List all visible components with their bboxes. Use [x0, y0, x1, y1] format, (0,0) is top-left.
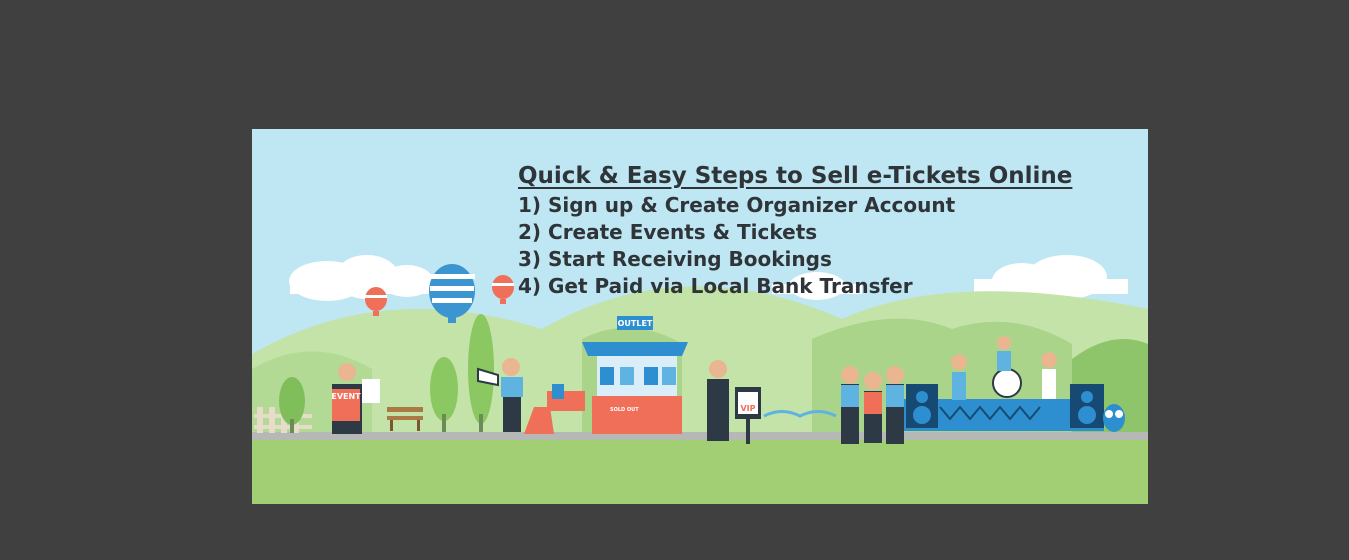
hot-air-balloon-icon — [365, 287, 387, 316]
sold-out-sign: SOLD OUT — [610, 407, 639, 413]
speaker-icon — [906, 384, 1104, 428]
step-2: 2) Create Events & Tickets — [518, 220, 818, 244]
step-3: 3) Start Receiving Bookings — [518, 247, 832, 271]
cloud-icon — [289, 255, 1128, 301]
vip-sign: VIP — [740, 404, 755, 413]
event-sign: EVENT — [331, 392, 361, 401]
banner-title: Quick & Easy Steps to Sell e-Tickets Onl… — [518, 163, 1073, 189]
outlet-sign: OUTLET — [618, 319, 653, 328]
hot-air-balloon-icon — [429, 264, 475, 323]
promo-banner: EVENT OUTLET SOLD OUT VIP — [252, 129, 1148, 504]
step-1: 1) Sign up & Create Organizer Account — [518, 193, 956, 217]
drum-icon — [992, 368, 1022, 398]
event-illustration: EVENT OUTLET SOLD OUT VIP — [252, 255, 1148, 504]
step-4: 4) Get Paid via Local Bank Transfer — [518, 274, 913, 298]
hot-air-balloon-icon — [492, 275, 514, 304]
owl-icon — [1103, 404, 1125, 432]
steps-panel: Quick & Easy Steps to Sell e-Tickets Onl… — [518, 163, 1072, 300]
